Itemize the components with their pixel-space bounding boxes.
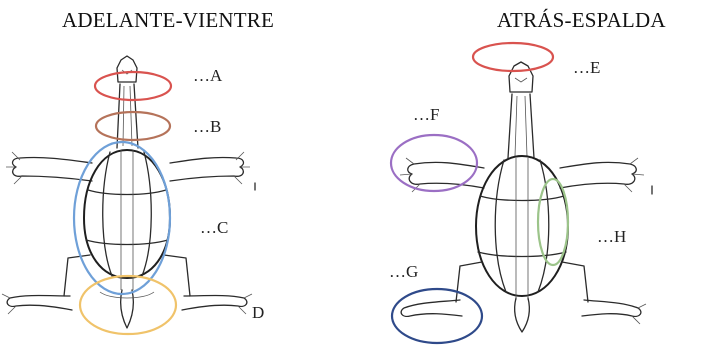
front-turtle-drawing [2,56,252,328]
label-g: …G [389,262,418,282]
label-e: …E [573,58,600,78]
label-c: …C [200,218,228,238]
highlight-c-plastron [74,142,170,294]
label-f: …F [413,105,439,125]
highlight-h-carapace-side [538,179,568,265]
label-d: D [252,303,264,323]
highlight-a-head [95,72,171,100]
label-a: …A [193,66,222,86]
label-h: …H [597,227,626,247]
label-b: …B [193,117,221,137]
back-turtle-drawing [400,62,646,332]
highlight-b-neck [96,112,170,140]
